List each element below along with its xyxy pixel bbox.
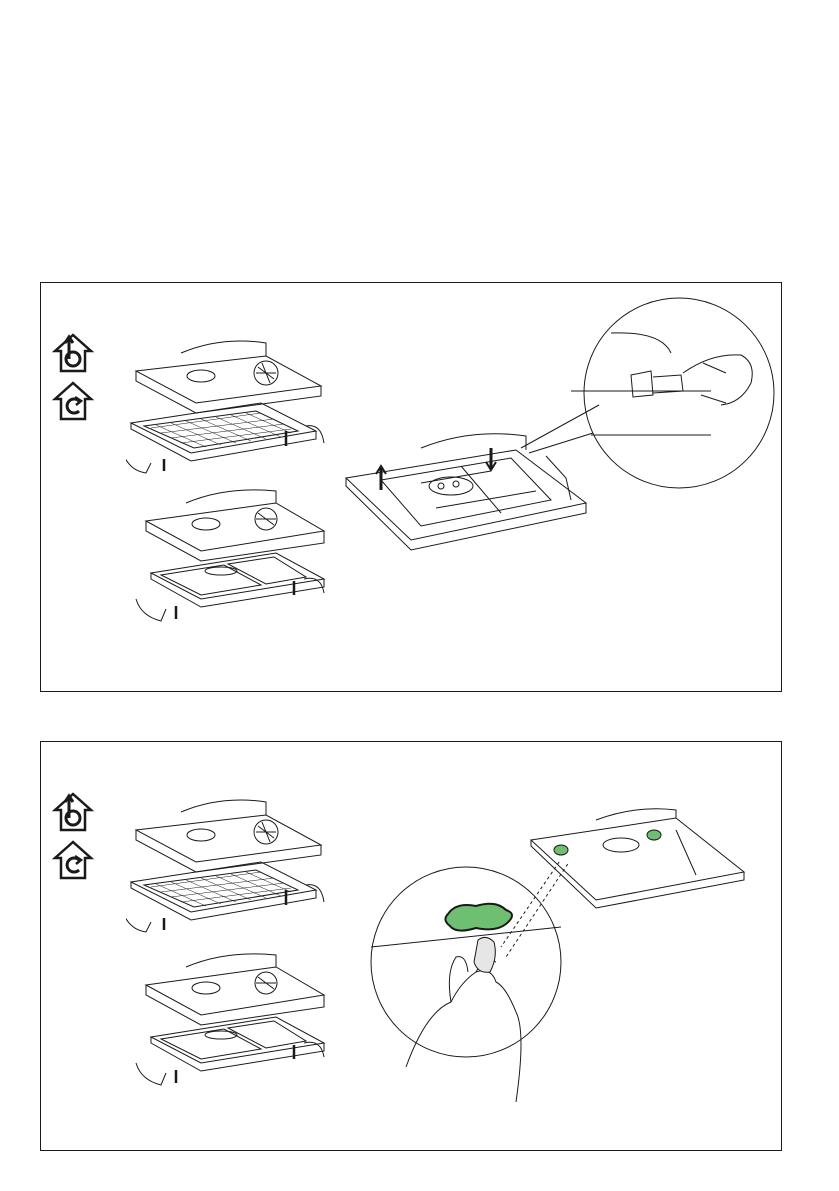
instruction-panel-filter-lamp-access — [40, 282, 782, 692]
recirculation-mode-icon — [51, 379, 95, 421]
lamp-connector-magnifier — [511, 293, 781, 503]
halogen-bulb-replacement-magnifier — [366, 862, 626, 1102]
ducted-extraction-mode-icon — [51, 331, 95, 373]
recirculation-mode-icon — [51, 838, 95, 880]
instruction-panel-lamp-replacement — [40, 741, 782, 1151]
grease-filter-removal-steps — [126, 790, 326, 1100]
grease-filter-removal-steps — [126, 331, 326, 631]
ducted-extraction-mode-icon — [51, 790, 95, 832]
